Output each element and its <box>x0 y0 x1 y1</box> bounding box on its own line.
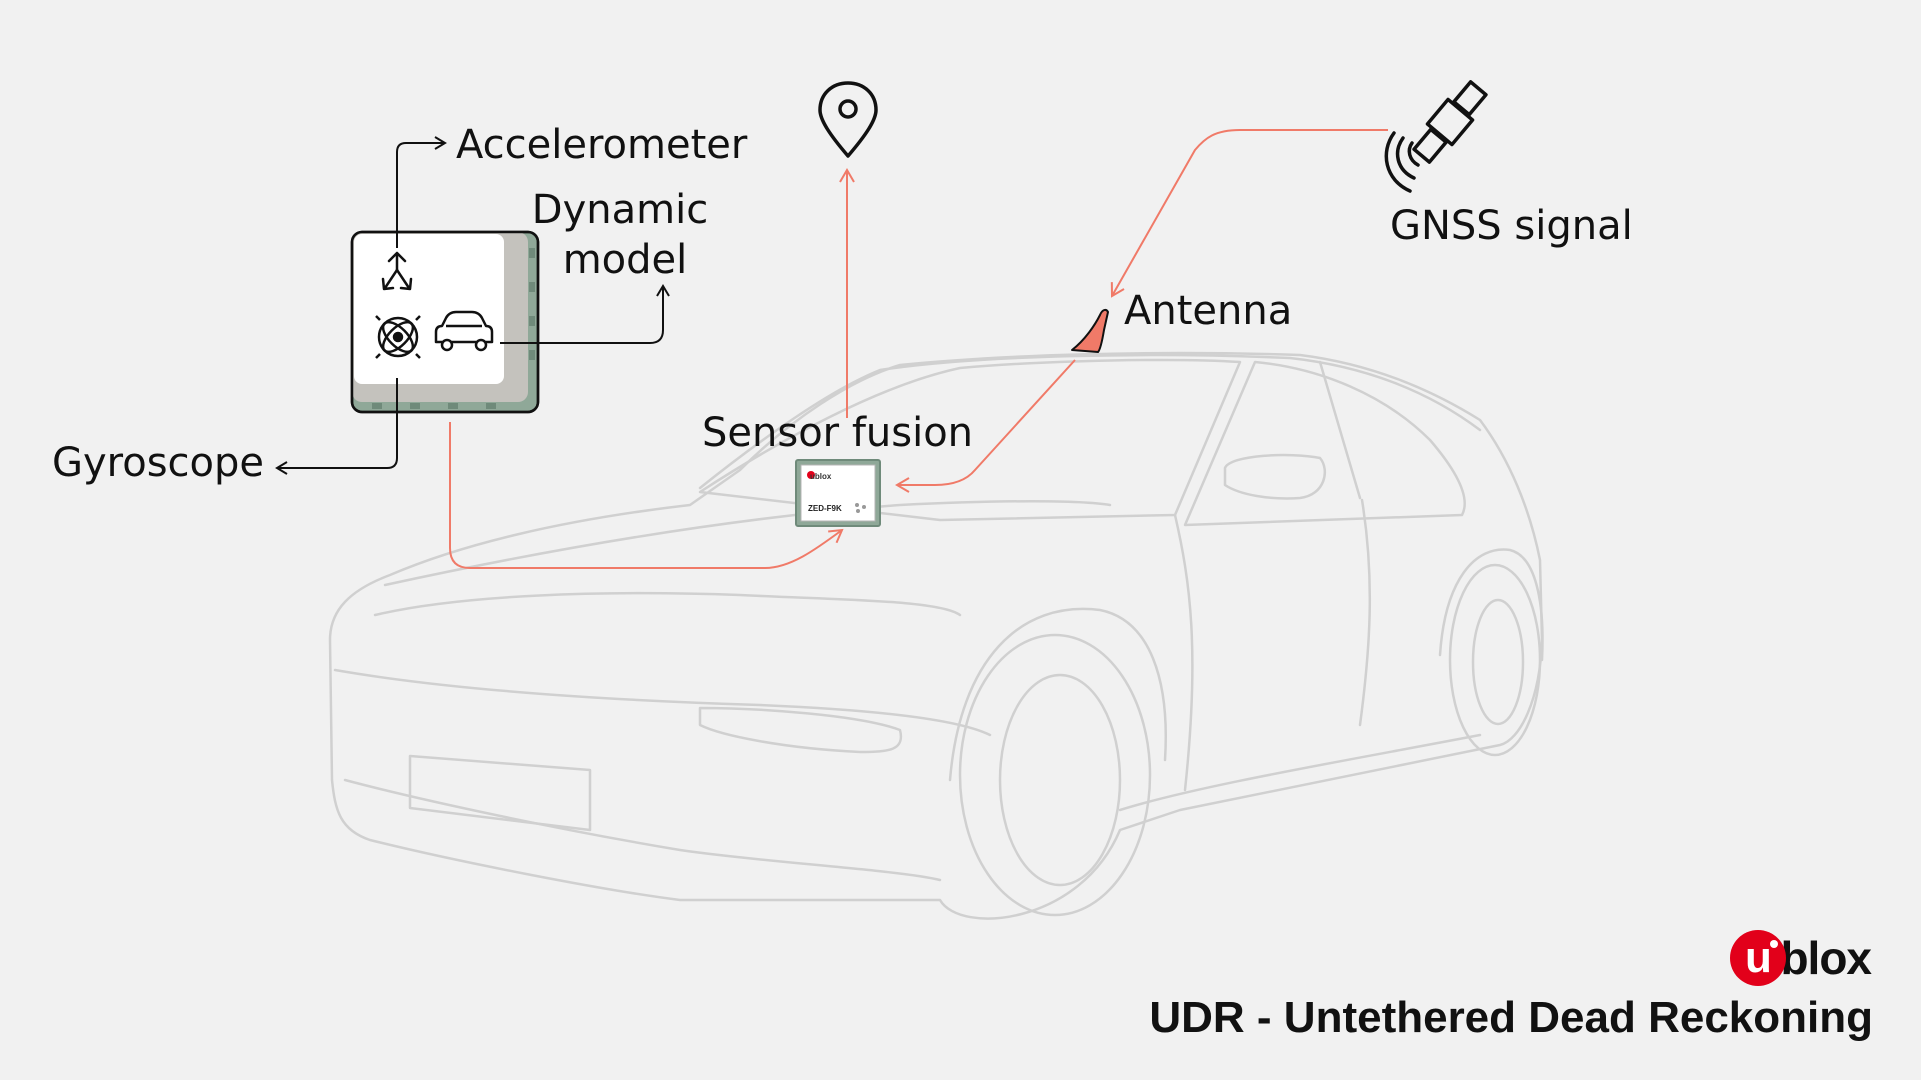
car-door-line <box>1173 513 1194 792</box>
gyroscope-icon <box>375 315 421 359</box>
brand-mark-letter: u <box>1744 933 1772 982</box>
dynamic-model-label-line2: model <box>562 237 688 283</box>
car-front-bumper <box>333 668 992 737</box>
gyroscope-connector <box>275 378 398 475</box>
accelerometer-connector <box>396 136 447 248</box>
car-windshield <box>698 358 1242 522</box>
car-illustration <box>328 351 1544 920</box>
car-door-line-2 <box>1358 498 1372 727</box>
module-part-number: ZED-F9K <box>808 504 842 513</box>
car-roof <box>698 353 1482 490</box>
car-lower-bumper <box>343 778 942 882</box>
antenna-label: Antenna <box>1124 288 1293 334</box>
car-side-sill <box>1118 733 1482 812</box>
car-side-window <box>1183 360 1466 527</box>
imu-to-fusion-arrow <box>449 422 844 569</box>
gnss-module <box>795 459 881 527</box>
satellite-icon <box>1384 80 1488 193</box>
car-headlight <box>698 706 903 754</box>
car-front-wheel-inner <box>998 673 1122 887</box>
brand-mark-dot <box>1770 940 1779 948</box>
imu-module <box>350 230 540 414</box>
footer-title: UDR - Untethered Dead Reckoning <box>1149 993 1873 1042</box>
brand-mark: u <box>1730 930 1787 986</box>
car-rear-fender-arc <box>1438 548 1544 662</box>
car-front-wheel-outer <box>958 633 1152 917</box>
dynamic-model-label-line1: Dynamic <box>531 187 709 233</box>
gnss-signal-label: GNSS signal <box>1390 203 1633 249</box>
signal-arrows <box>449 129 1388 569</box>
accelerometer-icon <box>381 251 413 291</box>
car-window-divider <box>1318 360 1362 500</box>
car-mirror <box>1223 453 1327 500</box>
gyroscope-label: Gyroscope <box>52 440 265 486</box>
car-icon <box>434 310 494 352</box>
sensor-fusion-label: Sensor fusion <box>702 410 974 456</box>
car-rear-wheel-outer <box>1448 563 1542 757</box>
location-pin-icon <box>818 81 878 158</box>
accelerometer-label: Accelerometer <box>456 122 748 168</box>
gnss-to-antenna-arrow <box>1110 129 1388 298</box>
antenna-to-fusion-arrow <box>895 359 1076 493</box>
car-hood-line <box>383 500 1112 587</box>
antenna-icon <box>1071 308 1109 353</box>
sensor-connectors <box>275 136 670 475</box>
car-body-outline <box>328 351 1544 920</box>
module-brand-text: ublox <box>810 472 832 481</box>
car-rear-wheel-inner <box>1471 598 1525 726</box>
car-hood-edge <box>373 591 962 617</box>
car-grille <box>408 754 592 832</box>
dynamic-model-connector <box>500 284 670 344</box>
brand-logo: u blox <box>1730 928 1872 988</box>
car-fender-arc <box>948 607 1167 782</box>
brand-wordmark: blox <box>1780 932 1872 984</box>
